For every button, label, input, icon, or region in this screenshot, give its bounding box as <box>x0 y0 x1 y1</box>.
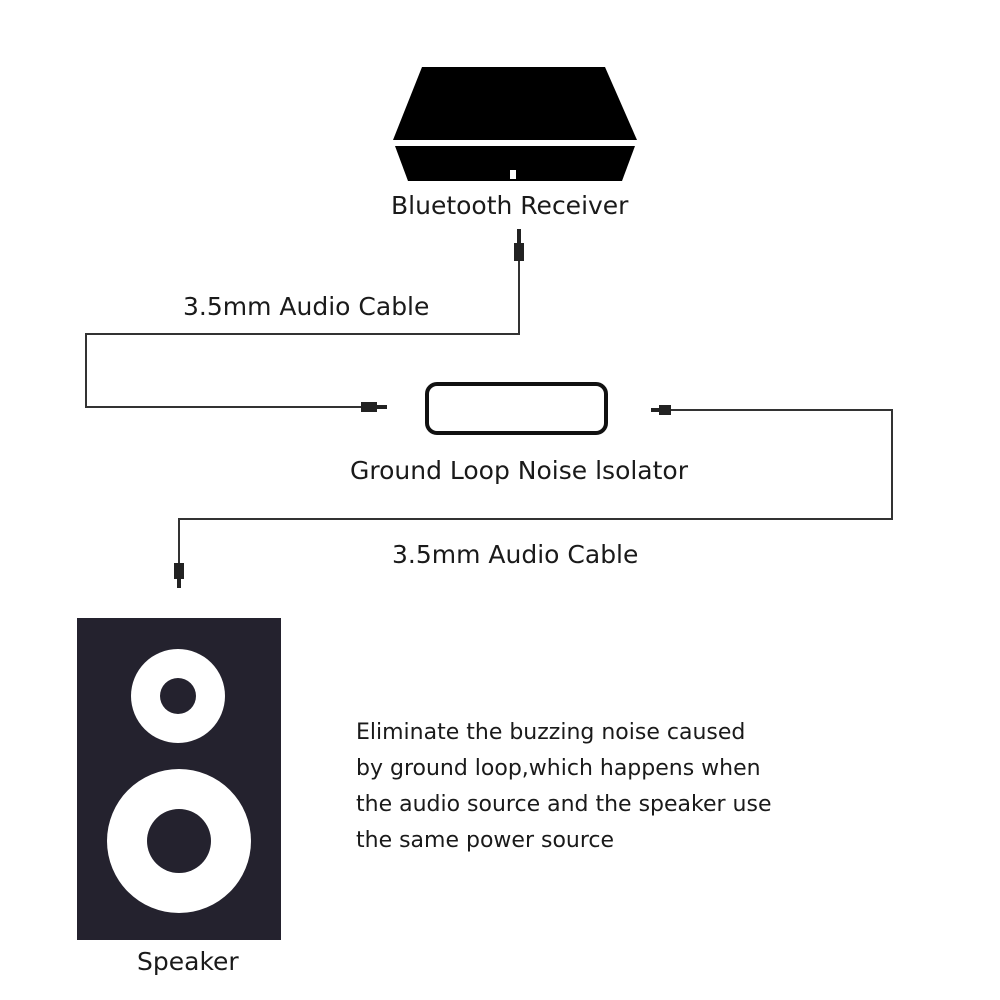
plug-tip <box>517 229 521 243</box>
description-line: by ground loop,which happens when <box>356 756 761 781</box>
plug-tip <box>177 579 181 588</box>
top-audio-cable <box>85 260 520 408</box>
top-cable-plug-receiver <box>514 229 524 261</box>
description-line: Eliminate the buzzing noise caused <box>356 720 746 745</box>
speaker-label: Speaker <box>137 947 239 976</box>
bottom-cable-label: 3.5mm Audio Cable <box>392 540 639 569</box>
tweeter-center <box>160 678 196 714</box>
top-cable-label: 3.5mm Audio Cable <box>183 292 430 321</box>
plug-body <box>361 402 377 412</box>
isolator-label: Ground Loop Noise lsolator <box>350 456 689 485</box>
description-line: the same power source <box>356 828 615 853</box>
bottom-cable-plug-isolator <box>651 405 671 415</box>
plug-body <box>514 243 524 261</box>
receiver-front-panel <box>395 146 635 181</box>
plug-tip <box>651 408 659 412</box>
speaker-icon <box>77 618 281 940</box>
bottom-cable-plug-speaker <box>174 563 184 588</box>
plug-body <box>174 563 184 579</box>
bluetooth-receiver-label: Bluetooth Receiver <box>391 191 629 220</box>
plug-tip <box>377 405 387 409</box>
description-text: Eliminate the buzzing noise caused by gr… <box>356 715 816 859</box>
bottom-audio-cable <box>178 409 893 565</box>
receiver-top-body <box>393 67 637 140</box>
woofer-center <box>147 809 211 873</box>
top-cable-wire <box>85 260 520 408</box>
bluetooth-receiver-icon <box>393 67 637 181</box>
ground-loop-isolator-icon <box>425 382 608 435</box>
plug-body <box>659 405 671 415</box>
top-cable-plug-isolator <box>361 402 387 412</box>
description-line: the audio source and the speaker use <box>356 792 772 817</box>
bottom-cable-wire <box>178 409 893 565</box>
receiver-led <box>510 170 516 179</box>
